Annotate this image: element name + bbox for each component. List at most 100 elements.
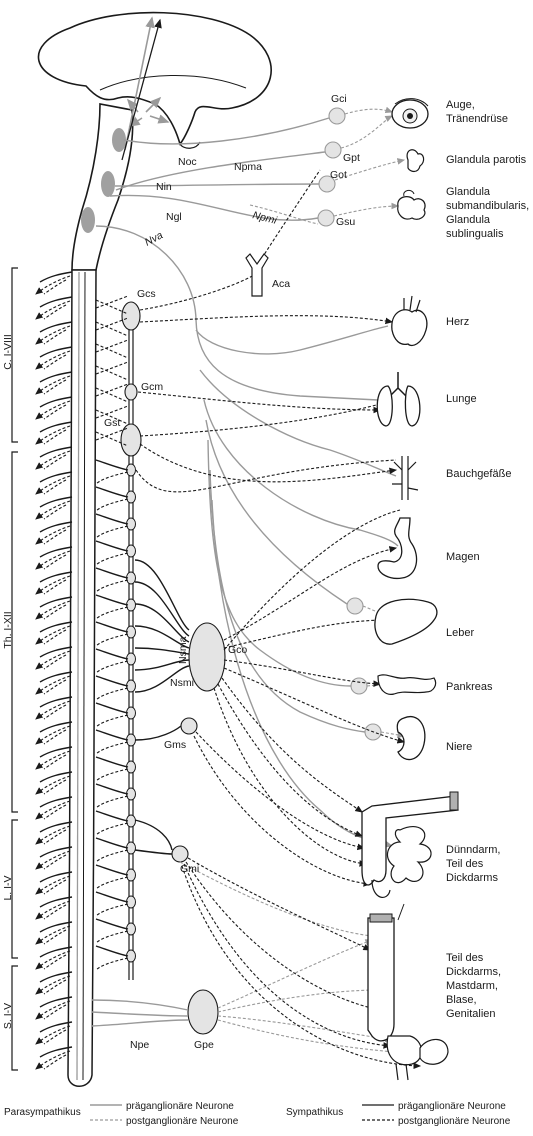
gray-ramus (95, 768, 129, 782)
label-eye-1: Auge, (446, 99, 475, 111)
gci-post (344, 106, 394, 115)
gray-ramus (95, 552, 129, 566)
legend-sym-post: postganglionäre Neurone (398, 1116, 511, 1127)
gray-ramus (95, 714, 129, 728)
vagus-vessels (199, 369, 397, 477)
spinal-nerve (39, 746, 73, 758)
kidney-post (380, 731, 406, 739)
gray-ramus (95, 822, 129, 836)
eye-organ (391, 98, 429, 129)
spinal-nerve (39, 996, 73, 1008)
gco-stomach (223, 546, 398, 641)
legend-para-post: postganglionäre Neurone (126, 1116, 239, 1127)
organ-labels: Auge, Tränendrüse Glandula parotis Gland… (446, 99, 529, 1020)
spinal-nerve-post (43, 304, 67, 320)
vagus-lung (95, 225, 379, 401)
spinal-nerve-post (35, 975, 71, 995)
vagus-pancreas (207, 439, 352, 687)
label-sub-3: Glandula (446, 214, 491, 226)
lumbar-splanchnic (134, 849, 173, 855)
chain-ganglia (126, 463, 136, 963)
spinal-nerve (39, 971, 73, 983)
pancreas-organ (377, 674, 437, 695)
spinal-nerve-post (35, 1025, 71, 1045)
spinal-nerve-post (35, 925, 71, 945)
white-ramus (95, 918, 129, 930)
splanchnic-fiber (134, 659, 190, 671)
spinal-nerve-post (43, 879, 67, 895)
gcs-carotid (139, 269, 263, 311)
spinal-nerves (35, 271, 73, 1070)
spinal-nerve (39, 346, 73, 358)
label-pelvic-5: Genitalien (446, 1008, 496, 1020)
medulla-nucleus (81, 207, 95, 233)
spinal-nerve-post (43, 979, 67, 995)
spinal-nerve-post (35, 475, 71, 495)
label-aca: Aca (272, 278, 290, 290)
spinal-nerve (39, 896, 73, 908)
chain-vessels (135, 459, 397, 493)
spinal-nerve-post (43, 404, 67, 420)
gco-intestine (213, 687, 368, 867)
label-ngl: Ngl (166, 211, 182, 223)
spinal-nerve (39, 321, 73, 333)
ganglion-gcm (124, 383, 138, 401)
nin-preganglionic (114, 183, 320, 187)
organs (245, 98, 459, 1081)
spinal-nerve-post (35, 575, 71, 595)
spinal-nerve (39, 546, 73, 558)
label-nsmi: Nsmi (170, 677, 194, 689)
spinal-nerve-post (35, 500, 71, 520)
cord-chain-fiber (95, 321, 129, 337)
abdominal-vessels (392, 456, 419, 500)
gco-intestine (221, 677, 363, 813)
gray-ramus (95, 525, 129, 539)
spinal-nerve (39, 846, 73, 858)
gmi-pelvic (185, 861, 382, 1012)
spinal-nerve (39, 521, 73, 533)
label-gsu: Gsu (336, 216, 355, 228)
spinal-nerve-post (35, 750, 71, 770)
white-ramus (95, 567, 129, 579)
spinal-nerve-post (35, 600, 71, 620)
spinal-nerve-post (35, 675, 71, 695)
spinal-nerve-post (43, 704, 67, 720)
label-stomach: Magen (446, 551, 480, 563)
legend-sym-pre: präganglionäre Neurone (398, 1101, 506, 1112)
ganglion-gco (188, 622, 226, 692)
vagus-intestine (211, 499, 371, 841)
spinal-nerve (39, 446, 73, 458)
pelvic-post (217, 1019, 422, 1057)
cord-chain-fiber (95, 383, 129, 397)
nerve-fibers (91, 106, 422, 1070)
gsu-post (333, 202, 400, 217)
spinal-nerve (39, 296, 73, 308)
white-ramus (95, 729, 129, 741)
ganglion-gst (120, 423, 142, 457)
segment-label-thoracic: Th. I-XII (2, 611, 14, 648)
white-ramus (95, 459, 129, 471)
spinal-nerve (39, 946, 73, 958)
label-got: Got (330, 169, 347, 181)
label-heart: Herz (446, 316, 469, 328)
structure-labels: Gci Gpt Got Gsu Noc Npma Nin Ngl Npmi Nv… (104, 93, 360, 1051)
gpt-post (340, 115, 393, 149)
white-ramus (95, 513, 129, 525)
spinal-nerve-post (43, 579, 67, 595)
legend-sympathetic: Sympathikus (286, 1107, 343, 1118)
kidney-organ (396, 716, 426, 761)
cord-chain-fiber (95, 339, 129, 353)
white-ramus (95, 837, 129, 849)
spinal-nerve-post (35, 325, 71, 345)
splanchnic-fiber (134, 647, 190, 655)
stomach-organ (377, 517, 418, 580)
spinal-nerve-post (43, 479, 67, 495)
white-ramus (95, 783, 129, 795)
spinal-nerve-post (35, 425, 71, 445)
white-ramus (95, 756, 129, 768)
vagus-liver (205, 419, 348, 605)
spinal-nerve (39, 571, 73, 583)
spinal-nerve (39, 596, 73, 608)
label-gpt: Gpt (343, 152, 360, 164)
spinal-nerve-post (35, 300, 71, 320)
